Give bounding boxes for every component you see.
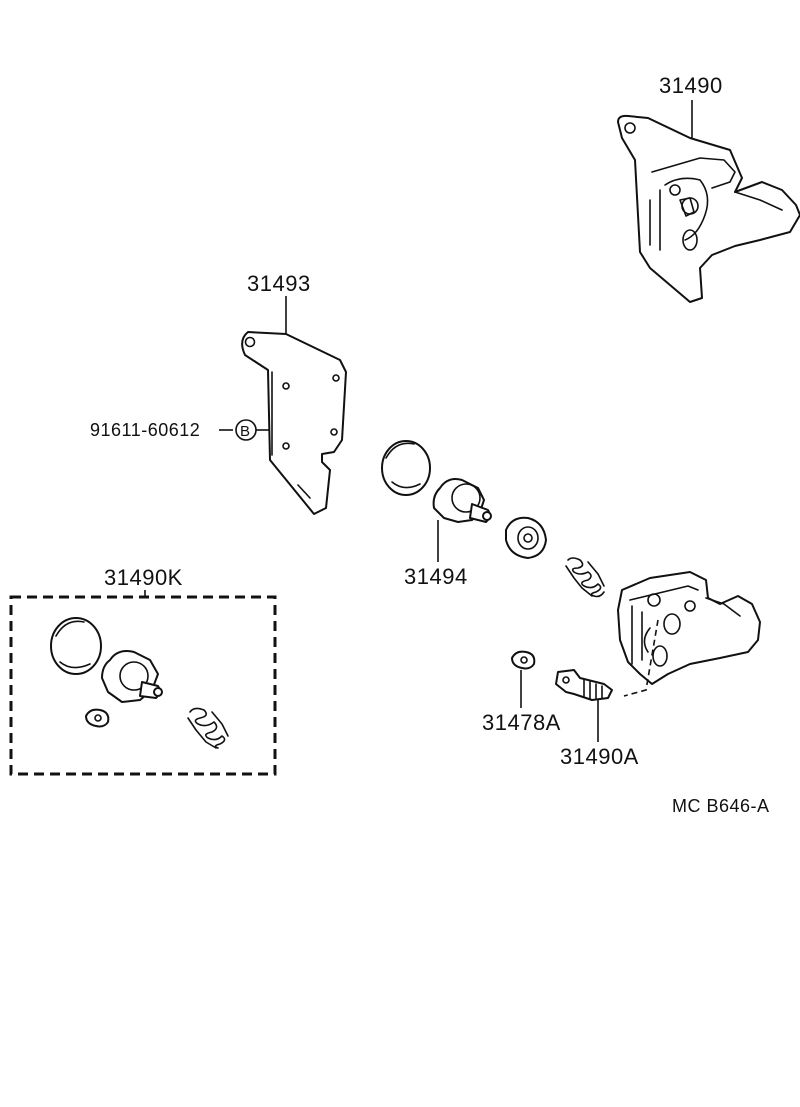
dust-boot bbox=[381, 440, 431, 496]
cylinder-body bbox=[617, 571, 761, 685]
part-label-bracket: 31493 bbox=[247, 271, 311, 296]
piston-cup bbox=[505, 516, 547, 559]
bleeder-screw bbox=[555, 669, 613, 701]
part-label-assembly-top: 31490 bbox=[659, 73, 723, 98]
return-spring bbox=[565, 557, 605, 598]
bolt-symbol-letter: B bbox=[240, 423, 251, 440]
bleeder-cap bbox=[511, 650, 536, 670]
cylinder-assembly-top bbox=[617, 114, 800, 303]
kit-bleeder-cap bbox=[85, 708, 110, 728]
mounting-bracket bbox=[241, 331, 347, 515]
kit-dust-boot bbox=[50, 617, 102, 675]
catalog-code: MC B646-A bbox=[672, 796, 770, 816]
kit-piston bbox=[101, 650, 163, 703]
part-label-kit: 31490K bbox=[104, 565, 183, 590]
repair-kit-boundary bbox=[9, 595, 277, 776]
part-label-bolt: 91611-60612 bbox=[90, 420, 200, 440]
part-label-bleeder-cap: 31478A bbox=[482, 710, 561, 735]
part-label-piston: 31494 bbox=[404, 564, 468, 589]
piston bbox=[432, 478, 492, 523]
installation-guide-line bbox=[623, 619, 659, 697]
part-label-bleeder-screw: 31490A bbox=[560, 744, 639, 769]
kit-return-spring bbox=[187, 707, 229, 749]
